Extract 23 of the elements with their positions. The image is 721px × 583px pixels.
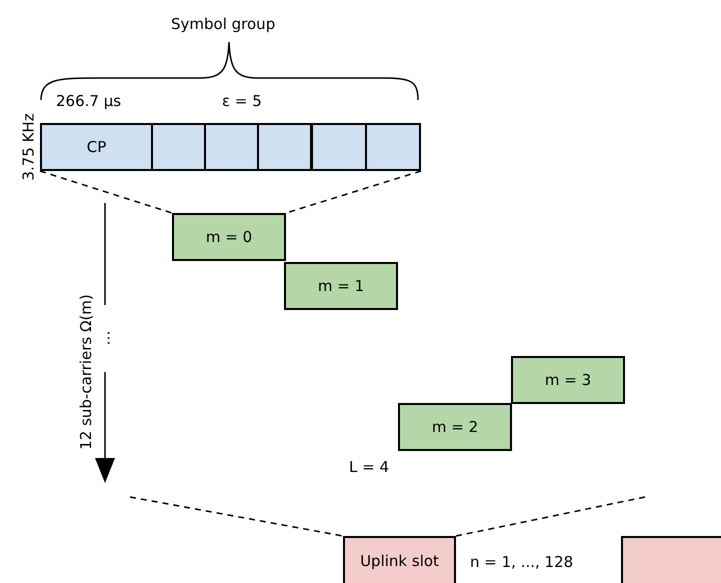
zoom-line [40, 170, 172, 214]
resource-unit-box: m = 0 [172, 213, 286, 261]
symbol-cell [204, 123, 259, 171]
symbol-cell: CP [40, 123, 153, 171]
symbol-cell [151, 123, 206, 171]
symbol-cell [365, 123, 421, 171]
resource-unit-box: m = 2 [398, 403, 512, 451]
ellipsis: … [95, 330, 113, 346]
slot-box: Uplink slot [343, 536, 456, 583]
resource-unit-box: m = 1 [284, 262, 398, 310]
axis-label: 12 sub-carriers Ω(m) [76, 294, 95, 450]
symbol-cell [257, 123, 312, 171]
range-label: n = 1, ..., 128 [470, 553, 574, 571]
slot-box [621, 536, 721, 583]
duration-label: 266.7 µs [56, 92, 122, 110]
group-label: Symbol group [171, 15, 276, 33]
zoom-line [130, 496, 344, 537]
symbol-cell [311, 123, 367, 171]
bandwidth-label: 3.75 KHz [19, 113, 38, 181]
zoom-line [456, 496, 646, 537]
parameter-label: L = 4 [349, 458, 390, 476]
resource-unit-box: m = 3 [511, 356, 625, 404]
parameter-label: ε = 5 [222, 92, 262, 110]
